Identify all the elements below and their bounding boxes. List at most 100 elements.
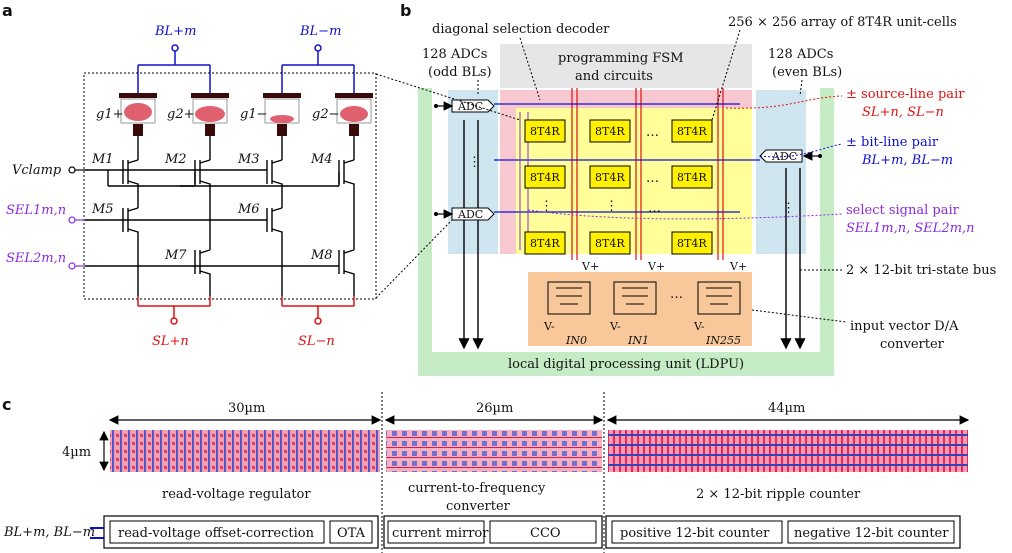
bus-label: 2 × 12-bit tri-state bus bbox=[846, 263, 996, 278]
fsm-label-1: programming FSM bbox=[558, 51, 684, 66]
width-44um: 44µm bbox=[768, 401, 805, 416]
dac-ellipsis: … bbox=[670, 287, 683, 302]
bl-input-label: BL+m, BL−m bbox=[3, 525, 95, 540]
svg-text:IN0: IN0 bbox=[565, 334, 587, 347]
height-4um: 4µm bbox=[62, 445, 91, 460]
m6-label: M6 bbox=[237, 202, 260, 217]
bl-minus-label: BL−m bbox=[299, 24, 341, 39]
cell-vdots-1: ⋮ bbox=[540, 199, 553, 214]
section-counter: 2 × 12-bit ripple counter bbox=[696, 487, 861, 502]
svg-text:8T4R: 8T4R bbox=[677, 237, 707, 250]
m8-label: M8 bbox=[310, 248, 333, 263]
panel-a-label: a bbox=[2, 1, 13, 20]
offset-correction-label: read-voltage offset-correction bbox=[118, 526, 315, 541]
sel1-terminal bbox=[68, 216, 76, 224]
svg-text:V+: V+ bbox=[729, 260, 747, 273]
svg-text:8T4R: 8T4R bbox=[677, 125, 707, 138]
memristor-g1-minus bbox=[263, 93, 301, 136]
bl-plus-terminal bbox=[171, 44, 179, 52]
diag-decoder-label: diagonal selection decoder bbox=[432, 22, 610, 37]
svg-text:ADC: ADC bbox=[457, 100, 483, 113]
cell-ellipsis-2: … bbox=[646, 171, 659, 186]
bl-minus-terminal bbox=[314, 44, 322, 52]
g2-minus-label: g2− bbox=[312, 107, 340, 122]
positive-counter-label: positive 12-bit counter bbox=[620, 526, 770, 541]
sl-plus-label: SL+n bbox=[152, 334, 189, 349]
sel2-terminal bbox=[68, 262, 76, 270]
m2-label: M2 bbox=[164, 152, 187, 167]
m5-label: M5 bbox=[91, 202, 114, 217]
cco-label: CCO bbox=[530, 526, 561, 541]
m1-label: M1 bbox=[91, 152, 114, 167]
ldpu-label: local digital processing unit (LDPU) bbox=[508, 357, 744, 372]
dac-unit-1: V+ V- IN1 bbox=[609, 260, 665, 347]
sl-pair-label-1: ± source-line pair bbox=[846, 87, 965, 102]
cell-8t4r-2-2: 8T4R bbox=[589, 165, 631, 189]
layout-regulator bbox=[110, 430, 380, 472]
ifc-outer bbox=[383, 515, 603, 549]
bl-pair-label-2: BL+m, BL−m bbox=[861, 153, 953, 168]
sl-plus-terminal bbox=[170, 317, 178, 325]
cell-8t4r-3-1: 8T4R bbox=[524, 231, 566, 255]
svg-text:8T4R: 8T4R bbox=[595, 125, 625, 138]
cell-8t4r-1-2: 8T4R bbox=[589, 119, 631, 143]
cell-vdots-2: ⋮ bbox=[605, 199, 618, 214]
m4-label: M4 bbox=[310, 152, 333, 167]
sel2-label: SEL2m,n bbox=[6, 251, 66, 266]
sel-pair-label-1: select signal pair bbox=[846, 203, 960, 218]
adc-column-odd bbox=[448, 90, 498, 254]
adc-odd-sub: (odd BLs) bbox=[428, 65, 492, 80]
adc-column-even bbox=[756, 90, 806, 254]
bl-pair-label-1: ± bit-line pair bbox=[846, 135, 939, 150]
memristor-g2-plus bbox=[191, 93, 229, 136]
layout-counter bbox=[608, 430, 968, 472]
positive-counter-block bbox=[611, 520, 783, 544]
cell-8t4r-2-1: 8T4R bbox=[524, 165, 566, 189]
dac-label-2: converter bbox=[880, 337, 945, 352]
dac-label-1: input vector D/A bbox=[850, 319, 959, 334]
adc-vdots-right: ⋮ bbox=[782, 201, 795, 216]
svg-text:8T4R: 8T4R bbox=[530, 171, 560, 184]
svg-text:8T4R: 8T4R bbox=[595, 171, 625, 184]
cell-grid: 8T4R 8T4R 8T4R 8T4R 8T4R 8T4R 8T4R 8T4R … bbox=[524, 119, 713, 255]
svg-text:8T4R: 8T4R bbox=[530, 237, 560, 250]
g1-minus-label: g1− bbox=[240, 107, 268, 122]
cell-8t4r-2-3: 8T4R bbox=[671, 165, 713, 189]
array-label: 256 × 256 array of 8T4R unit-cells bbox=[728, 15, 957, 30]
svg-text:V-: V- bbox=[543, 320, 555, 333]
sel1-label: SEL1m,n bbox=[6, 203, 66, 218]
sl-pair-label-2: SL+n, SL−n bbox=[862, 105, 944, 120]
cell-8t4r-1-1: 8T4R bbox=[524, 119, 566, 143]
cell-8t4r-3-3: 8T4R bbox=[671, 231, 713, 255]
panel-b-label: b bbox=[400, 1, 411, 20]
cell-boundary bbox=[83, 72, 377, 300]
cell-diag-dots: … bbox=[648, 201, 661, 216]
svg-text:V+: V+ bbox=[647, 260, 665, 273]
m3-label: M3 bbox=[237, 152, 260, 167]
current-mirror-label: current mirror bbox=[392, 526, 489, 541]
counter-outer bbox=[605, 515, 961, 549]
transistor-network bbox=[85, 136, 355, 296]
adc-even-sub: (even BLs) bbox=[772, 65, 842, 80]
regulator-outer bbox=[103, 515, 379, 549]
width-26um: 26µm bbox=[476, 401, 513, 416]
g1-plus-label: g1+ bbox=[96, 107, 124, 122]
vclamp-terminal bbox=[68, 166, 76, 174]
svg-text:ADC: ADC bbox=[457, 208, 483, 221]
dac-region bbox=[528, 272, 752, 346]
bl-plus-label: BL+m bbox=[154, 24, 196, 39]
adc-even-label: 128 ADCs bbox=[768, 47, 833, 62]
adc-vdots: ⋮ bbox=[468, 155, 481, 170]
sel-pair-label-2: SEL1m,n, SEL2m,n bbox=[846, 221, 975, 236]
cco-block bbox=[489, 520, 597, 544]
m7-label: M7 bbox=[164, 248, 187, 263]
section-ifc-1: current-to-frequency bbox=[408, 481, 546, 496]
ota-block bbox=[329, 520, 373, 544]
svg-text:IN1: IN1 bbox=[627, 334, 649, 347]
section-ifc-2: converter bbox=[446, 499, 511, 514]
memristor-g1-plus bbox=[119, 93, 157, 136]
dac-unit-255: V+ V- IN255 bbox=[693, 260, 747, 347]
negative-counter-label: negative 12-bit counter bbox=[794, 526, 949, 541]
adc-odd-label: 128 ADCs bbox=[422, 47, 487, 62]
